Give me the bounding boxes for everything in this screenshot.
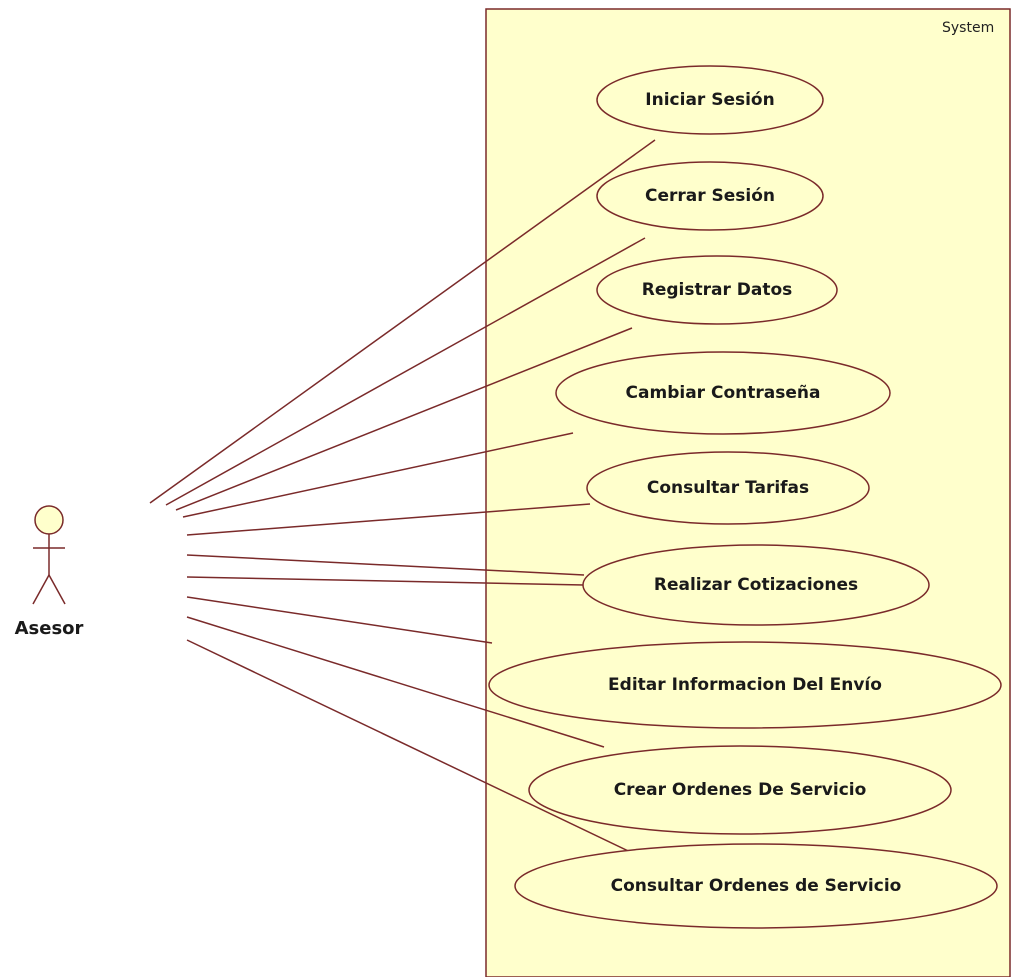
- association-line-8: [186, 596, 493, 644]
- association-line-3: [175, 327, 633, 511]
- association-line-7: [186, 576, 585, 586]
- use-case-ellipse-3[interactable]: [596, 255, 838, 325]
- association-line-10: [186, 639, 667, 870]
- use-case-ellipse-6[interactable]: [582, 544, 930, 626]
- association-line-9: [186, 616, 605, 748]
- association-line-4: [182, 432, 574, 518]
- use-case-ellipse-2[interactable]: [596, 161, 824, 231]
- use-case-ellipse-8[interactable]: [528, 745, 952, 835]
- association-line-6: [186, 554, 585, 576]
- association-line-2: [165, 237, 646, 506]
- association-line-5: [186, 503, 591, 536]
- actor-name: Asesor: [14, 618, 84, 639]
- use-case-ellipse-5[interactable]: [586, 451, 870, 525]
- actor-figure: [32, 505, 66, 605]
- use-cases: [488, 65, 1002, 929]
- use-case-ellipse-1[interactable]: [596, 65, 824, 135]
- use-case-ellipse-9[interactable]: [514, 843, 998, 929]
- actor-left-leg: [32, 574, 50, 605]
- use-case-ellipse-4[interactable]: [555, 351, 891, 435]
- association-line-1: [149, 139, 656, 504]
- actor-right-leg: [48, 574, 66, 605]
- use-case-ellipse-7[interactable]: [488, 641, 1002, 729]
- system-title: System: [942, 20, 995, 36]
- actor-head: [34, 505, 64, 535]
- associations: [149, 139, 667, 870]
